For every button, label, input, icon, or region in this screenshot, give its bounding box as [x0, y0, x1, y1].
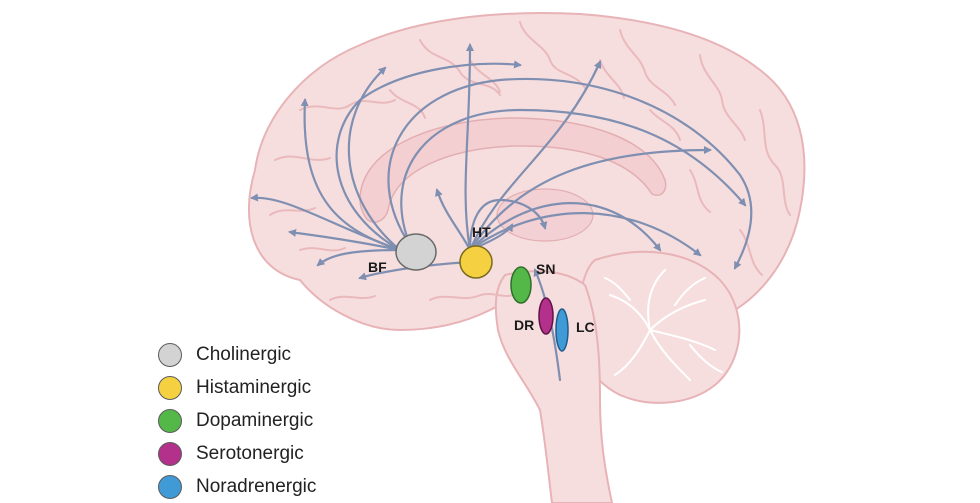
projection-fiber [468, 212, 702, 257]
projection-fiber [316, 248, 402, 267]
ht-label: HT [472, 224, 491, 240]
sulcus-line [419, 39, 501, 96]
legend-item-dopaminergic: Dopaminergic [158, 404, 418, 437]
cerebellar-folium [649, 329, 691, 381]
corpus-callosum [359, 117, 667, 223]
sulcus-line [689, 169, 711, 213]
projection-fiber [347, 66, 402, 252]
projection-fiber [400, 108, 747, 247]
cerebellar-folium [604, 277, 631, 301]
lc-nucleus [555, 308, 569, 352]
projection-fiber [250, 193, 402, 252]
projection-fiber [358, 260, 472, 281]
bf-nucleus [395, 233, 437, 271]
sn-nucleus [510, 266, 532, 304]
ht-nucleus [459, 245, 493, 279]
legend-item-cholinergic: Cholinergic [158, 338, 418, 371]
projection-fiber [468, 202, 662, 252]
cerebellar-folium [609, 294, 651, 331]
projection-fiber [464, 43, 474, 252]
sulcus-line [699, 54, 746, 141]
cerebellar-folium [674, 277, 706, 306]
sulcus-line [299, 247, 346, 252]
noradrenergic-swatch [158, 474, 182, 499]
histaminergic-swatch [158, 375, 182, 400]
sn-label: SN [536, 261, 555, 277]
legend-item-noradrenergic: Noradrenergic [158, 470, 418, 503]
cerebellar-folia [604, 269, 723, 381]
sulcus-line [649, 109, 681, 141]
projection-fiber [288, 228, 402, 252]
projection-fibers [250, 43, 753, 382]
projection-fiber [387, 77, 753, 270]
projection-fiber [468, 198, 548, 252]
projection-fiber [435, 188, 472, 252]
sulcus-line [274, 155, 331, 161]
sulcus-line [619, 29, 676, 106]
legend-label: Histaminergic [196, 376, 312, 398]
sulcus-line [739, 229, 763, 276]
cerebellar-folium [647, 269, 666, 331]
sulcus-line [519, 21, 586, 89]
serotonergic-swatch [158, 441, 182, 466]
thalamus [496, 188, 594, 242]
legend-item-histaminergic: Histaminergic [158, 371, 418, 404]
dr-nucleus [538, 297, 554, 335]
legend-label: Serotonergic [196, 442, 304, 464]
bf-label: BF [368, 259, 387, 275]
cerebellar-folium [649, 329, 716, 351]
legend-label: Noradrenergic [196, 475, 317, 497]
brainstem [494, 270, 614, 503]
projection-fiber [468, 60, 602, 252]
sulcus-line [429, 293, 516, 301]
sulcus-line [759, 109, 791, 216]
projection-fiber [468, 146, 712, 252]
sulcus-line [389, 89, 426, 119]
neurotransmitter-legend: Cholinergic Histaminergic Dopaminergic S… [158, 338, 418, 503]
cerebellar-folium [614, 329, 651, 376]
cerebellar-folium [649, 299, 706, 331]
cerebellar-folium [689, 344, 723, 373]
sulcus-line [329, 295, 376, 301]
sulcus-line [299, 99, 396, 111]
sulcus-line [269, 207, 316, 216]
cholinergic-swatch [158, 342, 182, 367]
lc-label: LC [576, 319, 595, 335]
dopaminergic-swatch [158, 408, 182, 433]
legend-label: Cholinergic [196, 343, 292, 365]
cerebellum [576, 250, 741, 404]
dr-label: DR [514, 317, 534, 333]
cortical-sulci [269, 21, 791, 301]
legend-item-serotonergic: Serotonergic [158, 437, 418, 470]
legend-label: Dopaminergic [196, 409, 314, 431]
